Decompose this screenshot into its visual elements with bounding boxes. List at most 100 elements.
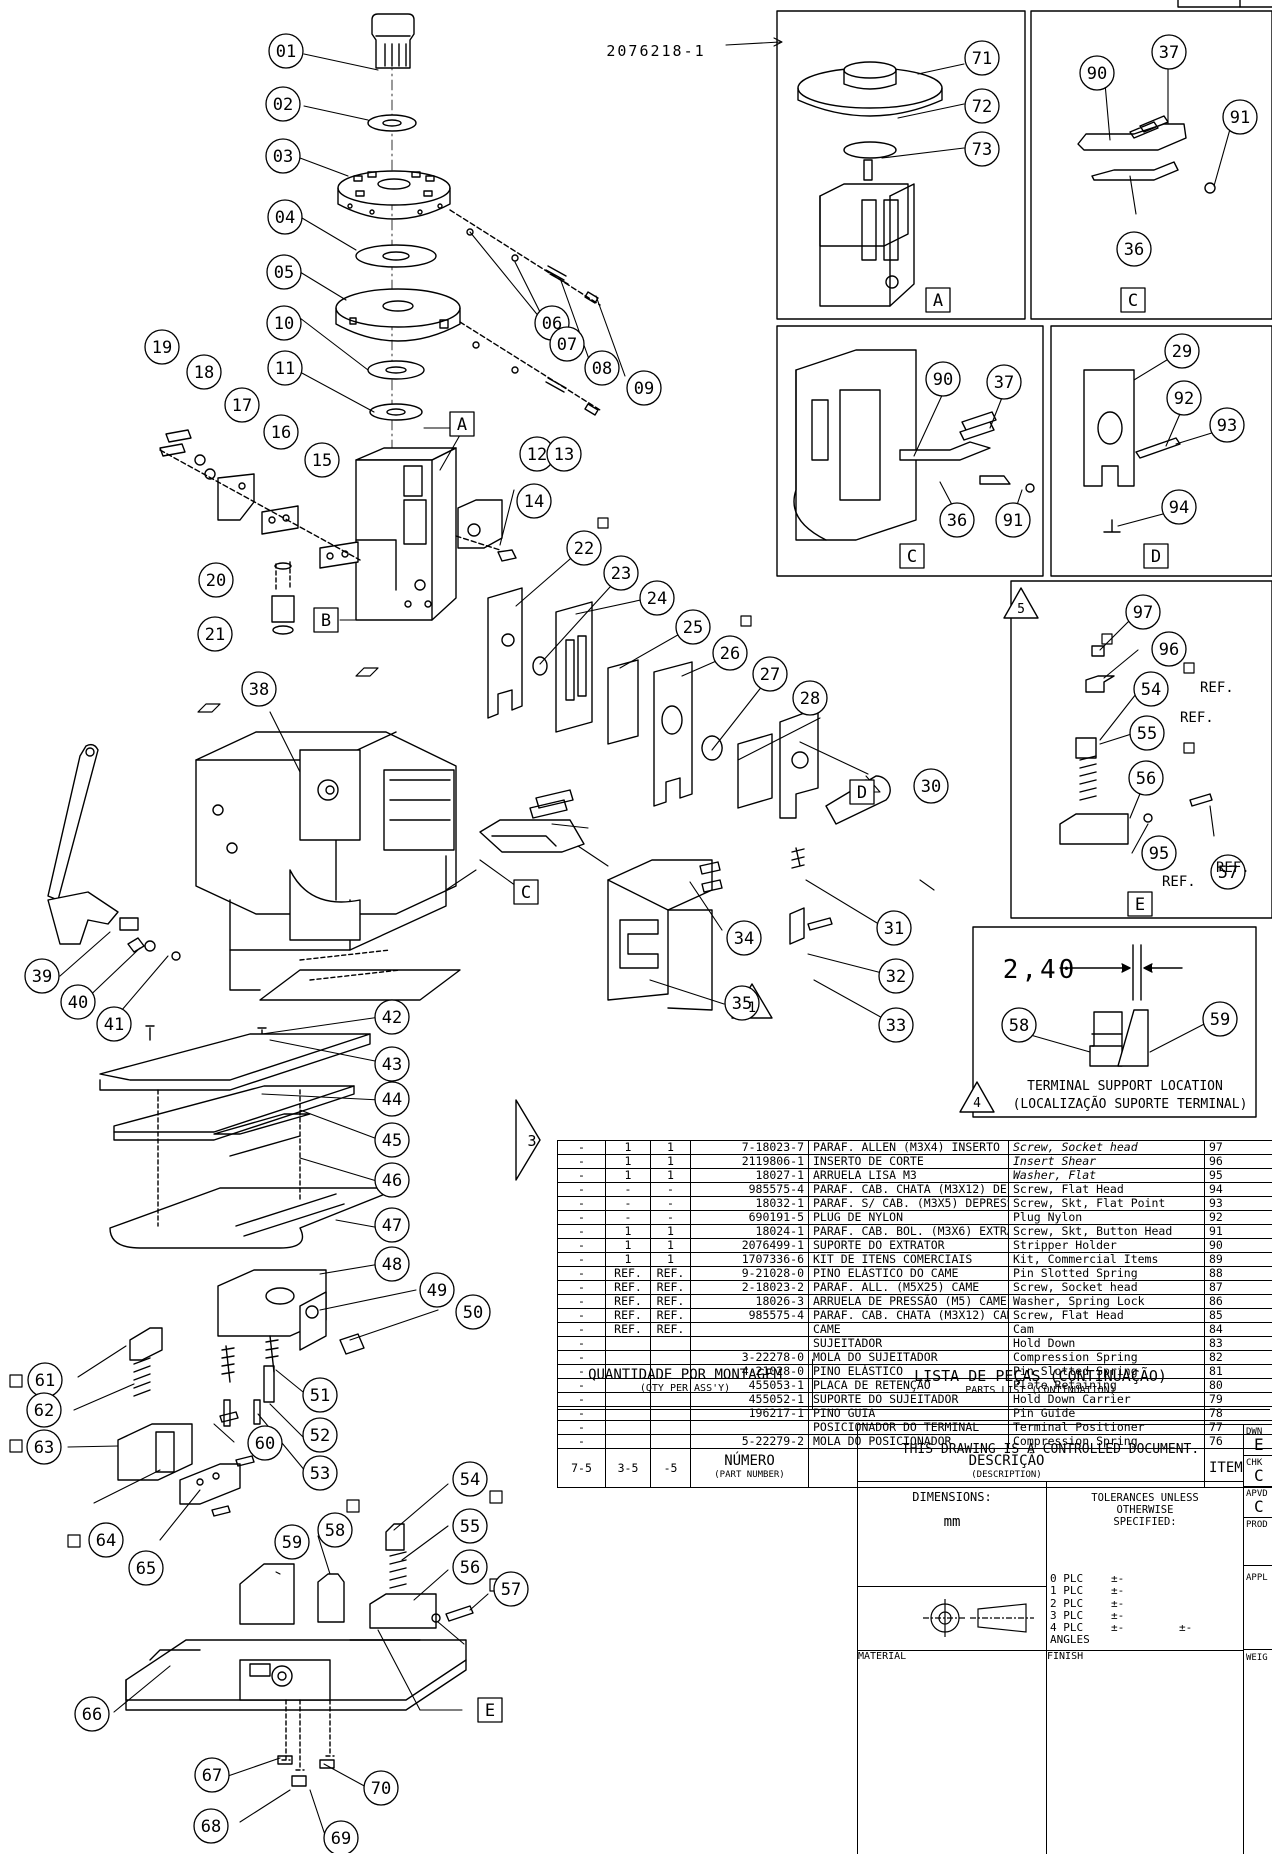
balloon-number-38: 38 — [249, 680, 269, 700]
balloon-number-05: 05 — [274, 263, 294, 283]
balloon-number-17: 17 — [232, 396, 252, 416]
balloon-number-97: 97 — [1133, 603, 1153, 623]
stripper-part — [480, 790, 584, 852]
balloon-number-72: 72 — [972, 97, 992, 117]
note-4-number: 4 — [973, 1096, 981, 1111]
parts-cell-desc-en: Cam — [1009, 1323, 1205, 1337]
qty-footer-pt: QUANTIDADE POR MONTAGEM — [558, 1367, 812, 1383]
balloon-number-33: 33 — [886, 1016, 906, 1036]
terminal-support-sketch — [1060, 945, 1182, 1066]
detail-c-top-drawing — [1078, 116, 1215, 193]
balloon-number-62: 62 — [34, 1401, 54, 1421]
parts-cell-q5: 1 — [651, 1141, 691, 1155]
parts-cell-item: 84 — [1205, 1323, 1272, 1337]
parts-cell-desc-en: Stripper Holder — [1009, 1239, 1205, 1253]
parts-cell-desc-pt: INSERTO DE CORTE — [809, 1155, 1009, 1169]
balloon-number-60: 60 — [255, 1434, 275, 1454]
assembly-part-number: 2076218-1 — [606, 42, 705, 60]
parts-cell-q35 — [606, 1337, 651, 1351]
dimension-value: 2,40 — [1003, 955, 1078, 985]
parts-cell-desc-en: Screw, Skt, Flat Point — [1009, 1197, 1205, 1211]
balloon-number-57: 57 — [501, 1580, 521, 1600]
parts-cell-desc-pt: KIT DE ITENS COMERCIAIS — [809, 1253, 1009, 1267]
balloon-number-36: 36 — [1124, 240, 1144, 260]
chk-value: C — [1254, 1466, 1264, 1485]
washer-10-part — [368, 361, 424, 379]
apvd-value: C — [1254, 1497, 1264, 1516]
lever-arm-part — [48, 745, 180, 960]
balloon-number-68: 68 — [201, 1817, 221, 1837]
parts-cell-q5: REF. — [651, 1309, 691, 1323]
parts-list-title: LISTA DE PEÇAS (CONTINUAÇÃO) PARTS LIST … — [811, 1359, 1270, 1410]
parts-cell-desc-pt: PARAF. S/ CAB. (M3X5) DEPRESSOR — [809, 1197, 1009, 1211]
parts-cell-q75: - — [558, 1197, 606, 1211]
balloon-number-43: 43 — [382, 1055, 402, 1075]
dwn-value: E — [1254, 1435, 1264, 1454]
balloon-number-32: 32 — [886, 967, 906, 987]
parts-cell-q35: 1 — [606, 1253, 651, 1267]
applicator-frame-assembly — [196, 732, 460, 1000]
balloon-number-90: 90 — [933, 370, 953, 390]
view-c-label: C — [521, 883, 531, 903]
parts-cell-desc-pt: ARRUELA DE PRESSÃO (M5) CAME — [809, 1295, 1009, 1309]
parts-cell-q5 — [651, 1337, 691, 1351]
parts-cell-item: 86 — [1205, 1295, 1272, 1309]
material-label: MATERIAL — [858, 1650, 1046, 1662]
balloon-number-94: 94 — [1169, 498, 1189, 518]
parts-cell-part — [691, 1337, 809, 1351]
parts-cell-q5: 1 — [651, 1253, 691, 1267]
washer-11-part — [370, 404, 422, 420]
parts-cell-desc-pt: CAME — [809, 1323, 1009, 1337]
balloon-number-59: 59 — [282, 1533, 302, 1553]
parts-cell-desc-en: Insert Shear — [1009, 1155, 1205, 1169]
detail-a-drawing — [798, 62, 942, 306]
balloon-number-26: 26 — [720, 644, 740, 664]
parts-cell-desc-pt: PLUG DE NYLON — [809, 1211, 1009, 1225]
parts-cell-q75: - — [558, 1141, 606, 1155]
parts-cell-q5: 1 — [651, 1169, 691, 1183]
parts-cell-q5: - — [651, 1211, 691, 1225]
parts-cell-q35: REF. — [606, 1295, 651, 1309]
balloon-number-25: 25 — [683, 618, 703, 638]
parts-cell-part: 2076499-1 — [691, 1239, 809, 1253]
parts-cell-item: 95 — [1205, 1169, 1272, 1183]
detail-d-title: D — [1151, 547, 1161, 567]
parts-cell-q75: - — [558, 1281, 606, 1295]
balloon-number-07: 07 — [557, 335, 577, 355]
parts-cell-q35: REF. — [606, 1281, 651, 1295]
balloon-number-54: 54 — [1141, 680, 1161, 700]
view-a-label: A — [457, 415, 467, 435]
balloon-number-29: 29 — [1172, 342, 1192, 362]
parts-cell-q5: REF. — [651, 1295, 691, 1309]
weight-label: WEIG — [1246, 1653, 1268, 1663]
balloon-number-49: 49 — [427, 1281, 447, 1301]
parts-cell-q35 — [606, 1435, 651, 1449]
balloon-number-71: 71 — [972, 49, 992, 69]
tolerances-label: TOLERANCES UNLESS OTHERWISE SPECIFIED: — [1047, 1482, 1243, 1526]
parts-cell-q35: REF. — [606, 1267, 651, 1281]
parts-cell-desc-pt: PARAF. CAB. BOL. (M3X6) EXTRATOR — [809, 1225, 1009, 1239]
balloon-number-66: 66 — [82, 1705, 102, 1725]
balloon-number-47: 47 — [382, 1216, 402, 1236]
base-disk-part — [336, 289, 460, 341]
balloon-number-34: 34 — [734, 929, 754, 949]
parts-cell-q35: REF. — [606, 1323, 651, 1337]
parts-cell-desc-en: Screw, Flat Head — [1009, 1309, 1205, 1323]
parts-cell-part: 18026-3 — [691, 1295, 809, 1309]
balloon-number-96: 96 — [1159, 640, 1179, 660]
parts-cell-part: 985575-4 — [691, 1309, 809, 1323]
parts-cell-q75: - — [558, 1435, 606, 1449]
balloon-number-08: 08 — [592, 359, 612, 379]
prod-label: PROD — [1246, 1520, 1268, 1530]
parts-cell-q5: 1 — [651, 1239, 691, 1253]
parts-cell-q75: - — [558, 1239, 606, 1253]
parts-cell-q35: - — [606, 1197, 651, 1211]
balloon-number-19: 19 — [152, 338, 172, 358]
balloon-number-44: 44 — [382, 1090, 402, 1110]
qty-footer: QUANTIDADE POR MONTAGEM (QTY PER ASS'Y) — [557, 1359, 813, 1410]
parts-cell-q5: - — [651, 1197, 691, 1211]
balloon-number-92: 92 — [1174, 389, 1194, 409]
